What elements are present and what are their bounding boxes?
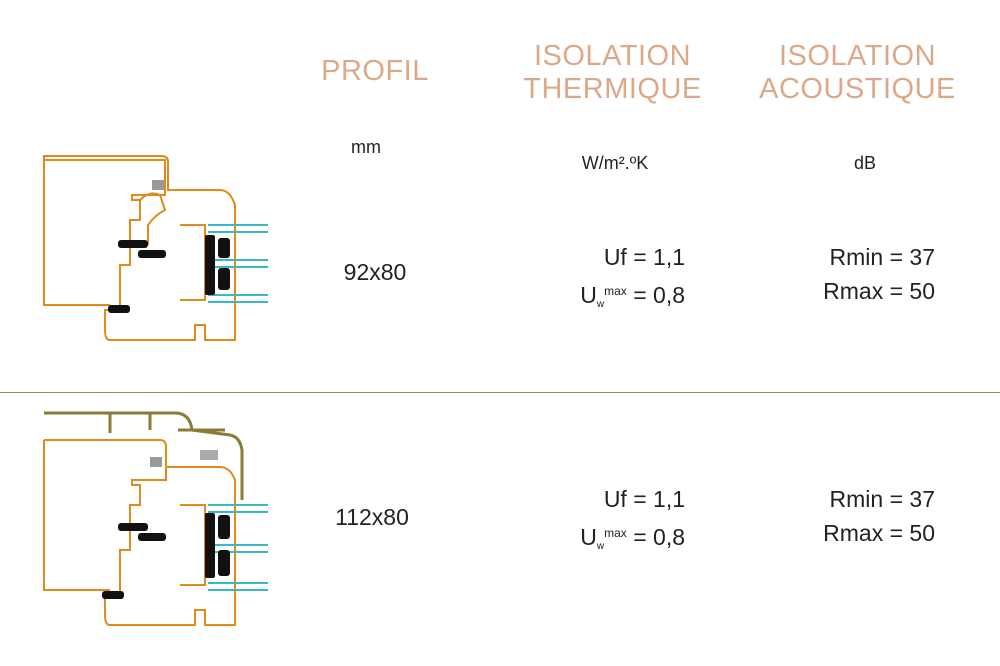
frame-outline: [43, 155, 236, 341]
header-acoustique-line1: ISOLATION: [778, 40, 937, 72]
unit-thermique: W/m².ºK: [581, 153, 649, 173]
header-acoustique-line2: ACOUSTIQUE: [759, 73, 956, 105]
row-divider: [0, 392, 1000, 393]
sash-outline: [43, 440, 110, 591]
header-profil: PROFIL: [321, 55, 429, 87]
row1-profil: 92x80: [343, 259, 407, 285]
gaskets: [102, 513, 230, 599]
row1-thermal-values: Uf = 1,1 Uwmax = 0,8: [520, 240, 685, 322]
row2-uf: Uf = 1,1: [603, 486, 685, 512]
profile-drawing-92x80: [43, 155, 268, 341]
row1-rmax: Rmax = 50: [823, 278, 935, 304]
row2-uw: Uwmax = 0,8: [580, 524, 685, 552]
row2-thermal-values: Uf = 1,1 Uwmax = 0,8: [520, 482, 685, 564]
row1-acoustic-values: Rmin = 37 Rmax = 50: [770, 240, 935, 308]
row1-uw: Uwmax = 0,8: [580, 282, 685, 310]
glass-panes: [208, 504, 268, 591]
profile-drawing-112x80: [43, 411, 268, 626]
header-thermique-line2: THERMIQUE: [523, 73, 702, 105]
glass-panes: [208, 224, 268, 303]
header-acoustique: ISOLATION ACOUSTIQUE: [745, 40, 970, 106]
row1-rmin: Rmin = 37: [829, 244, 935, 270]
header-thermique: ISOLATION THERMIQUE: [500, 40, 725, 106]
unit-profil: mm: [351, 137, 381, 157]
glazing-bead-outline: [180, 224, 206, 301]
row2-acoustic-values: Rmin = 37 Rmax = 50: [770, 482, 935, 550]
row2-rmin: Rmin = 37: [829, 486, 935, 512]
aluminium-cap: [44, 411, 244, 500]
row2-rmax: Rmax = 50: [823, 520, 935, 546]
row1-uf: Uf = 1,1: [603, 244, 685, 270]
header-thermique-line1: ISOLATION: [533, 40, 692, 72]
sash-outline: [43, 156, 110, 306]
hardware-clip-2: [200, 450, 218, 460]
gaskets: [108, 235, 230, 313]
glazing-bead-outline: [180, 504, 206, 586]
hardware-clip: [152, 180, 164, 190]
row2-profil: 112x80: [335, 504, 409, 530]
hardware-clip: [150, 457, 162, 467]
frame-outline: [44, 439, 236, 626]
unit-acoustique: dB: [853, 153, 877, 173]
